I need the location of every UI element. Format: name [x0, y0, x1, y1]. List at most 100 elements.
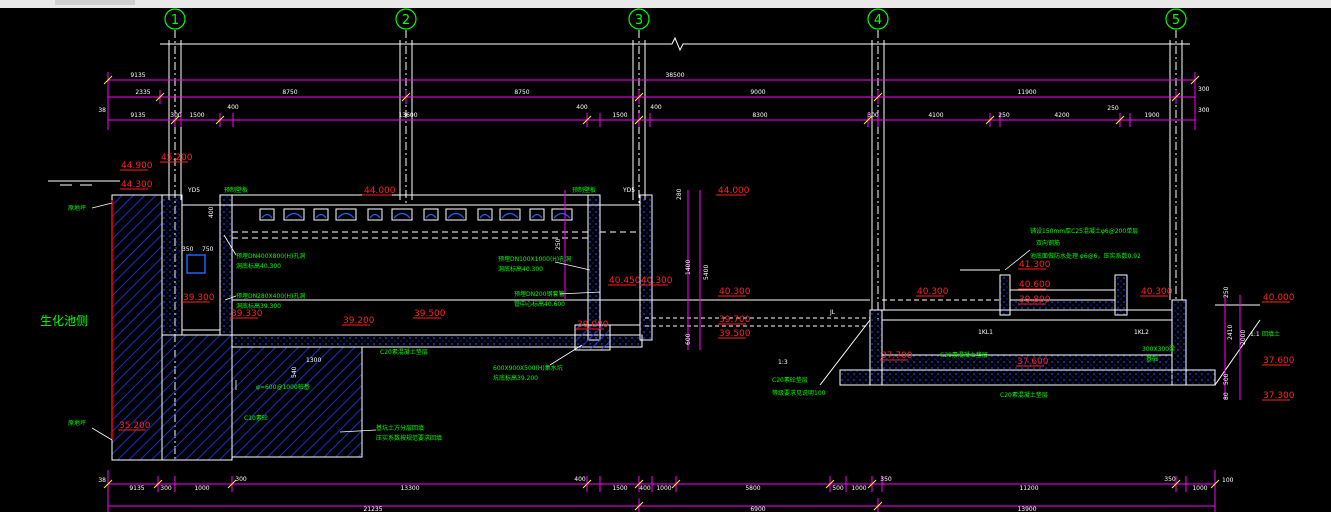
axis-bubble-1[interactable]: 1: [164, 8, 186, 30]
dim-b1-i: 1000: [656, 485, 671, 492]
dim-r1-a: 2335: [135, 89, 150, 96]
dim-v-350a: 350: [182, 246, 194, 253]
axis-bubbles: 1 2 3 4 5: [164, 8, 1187, 30]
slope2-label: 1:3: [778, 359, 788, 366]
label-panel-a: 预制壁板: [224, 186, 248, 194]
elev-e22: 37.600: [1263, 356, 1295, 366]
fill-right: 回填土: [1262, 330, 1280, 338]
dim-r2-e: 13600: [398, 112, 417, 119]
top-dimension-ticks: [103, 75, 1200, 125]
c20-b: C20素混凝土垫层: [940, 351, 988, 359]
beam-a: 300X300梁: [1142, 345, 1175, 353]
dim-b1-p: 1000: [1192, 485, 1207, 492]
label-a: 原地坪: [68, 204, 86, 212]
document-tab[interactable]: [55, 0, 135, 5]
note-r2: 双向钢筋: [1036, 239, 1060, 247]
note-r3: 池底面做防水处理 φ6@6，压实系数0.92: [1030, 252, 1141, 260]
dim-r2-a: 9135: [130, 112, 145, 119]
axis-bubble-2[interactable]: 2: [395, 8, 417, 30]
vertical-dimension-text: 280 250 1400 5400 600 350 750 400 250 24…: [182, 188, 1247, 400]
label-panel-b: 预制壁板: [572, 186, 596, 194]
note-r1: 铺设150mm厚C25混凝土φ6@200单层: [1030, 227, 1138, 235]
dim-r1-b: 8750: [282, 89, 297, 96]
dim-h-1300: 1300: [306, 357, 321, 364]
dim-b1-b: 300: [160, 485, 172, 492]
annotations: 生化池侧 原地坪 原地坪 YD5 YD5 预制壁板 预制壁板 预埋DN400X8…: [40, 186, 1280, 442]
dim-b1-n: 11200: [1019, 485, 1038, 492]
elev-e5: 44.000: [718, 186, 750, 196]
dim-b1-j: 5800: [745, 485, 760, 492]
pipe2-b: 洞底标高40.300: [498, 265, 543, 273]
dim-r1-d: 9000: [750, 89, 765, 96]
right-tank[interactable]: [819, 269, 1261, 386]
axis-bubble-4[interactable]: 4: [867, 8, 889, 30]
elev-e7: 39.330: [231, 309, 263, 319]
elev-e27: 37.700: [881, 351, 913, 361]
dim-b1-l: 1000: [851, 485, 866, 492]
bottom-dimension-ticks: [103, 479, 1220, 511]
pipe5-a: 600X900X500(H)集水坑: [493, 364, 563, 372]
elev-e12: 40.300: [641, 276, 673, 286]
pipe3-b: 洞底标高39.300: [236, 302, 281, 310]
dim-v-r2410: 2410: [1227, 325, 1234, 340]
fill-b: 压实系数按规范要求回填: [376, 434, 442, 442]
dim-b2-a: 21235: [363, 506, 382, 512]
dim-r2-d: 400: [227, 104, 239, 111]
axis-bubble-5[interactable]: 5: [1165, 8, 1187, 30]
axis-bubble-3[interactable]: 3: [628, 8, 650, 30]
dim-b1-m: 350: [880, 476, 892, 483]
ground-left: [48, 180, 120, 186]
elev-e20: 40.300: [1141, 287, 1173, 297]
dim-v-r500: 500: [1223, 373, 1230, 385]
dim-top-total: 38500: [665, 72, 684, 79]
dim-r2-o: 1900: [1144, 112, 1159, 119]
dim-r1-c: 8750: [514, 89, 529, 96]
ikl-b: 1KL2: [1134, 329, 1149, 336]
dim-h-540: 540: [291, 366, 298, 378]
dim-b1-a: 9135: [129, 485, 144, 492]
dim-v-1400: 1400: [685, 260, 692, 275]
cad-section-drawing[interactable]: 1 2 3 4 5: [0, 8, 1331, 512]
elev-e24: 37.600: [1017, 357, 1049, 367]
dim-v-250: 250: [555, 238, 562, 250]
dim-v-r80: 80: [1223, 392, 1230, 400]
dim-r2-l: 250: [998, 112, 1010, 119]
axis-label-5: 5: [1172, 13, 1180, 28]
elev-e15: 39.500: [719, 329, 751, 339]
jl-label: JL: [829, 309, 836, 316]
dim-r2-h: 400: [650, 104, 662, 111]
slope-label: 1:1: [1250, 331, 1260, 338]
elev-e8: 39.200: [343, 316, 375, 326]
dim-b1-k: 500: [832, 485, 844, 492]
elev-e13: 40.300: [719, 287, 751, 297]
pipe1-b: 洞底标高40.300: [236, 262, 281, 270]
dim-v-r250: 250: [1223, 286, 1230, 298]
elev-e17: 41.300: [1019, 260, 1051, 270]
dim-r2-j: 300: [867, 112, 879, 119]
label-yd5-b: YD5: [622, 187, 635, 194]
beam-b: 基础: [1146, 355, 1158, 363]
dim-b1-left: 38: [98, 477, 106, 484]
dim-b1-g: 1500: [612, 485, 627, 492]
left-tank[interactable]: [111, 194, 870, 461]
elev-e10: 39.000: [577, 320, 609, 330]
c20-d: C20素砼垫层: [772, 376, 808, 384]
dim-r2-f: 400: [576, 104, 588, 111]
dim-v-5400: 5400: [703, 265, 710, 280]
dim-right-300b: 300: [1198, 107, 1210, 114]
elevations: 44.900 45.200 44.300 44.000 44.000 39.30…: [118, 153, 1295, 431]
label-yd5-a: YD5: [187, 187, 200, 194]
dim-b2-b: 6900: [750, 506, 765, 512]
elev-e3: 44.300: [121, 180, 153, 190]
dim-b1-c: 1000: [194, 485, 209, 492]
pipe4-b: 管中心标高40.600: [514, 300, 565, 308]
dim-top-left: 9135: [130, 72, 145, 79]
top-dimension-text: 9135 38500 2335 8750 8750 9000 11900 913…: [98, 72, 1209, 119]
dim-r2-k: 4100: [928, 112, 943, 119]
beam-brackets: [259, 208, 573, 221]
dim-b1-e: 13300: [400, 485, 419, 492]
label-b: 原地坪: [68, 419, 86, 427]
dim-r2-b: 300: [170, 112, 182, 119]
elev-e1: 44.900: [121, 161, 153, 171]
c20-c: C20素混凝土垫层: [1000, 391, 1048, 399]
